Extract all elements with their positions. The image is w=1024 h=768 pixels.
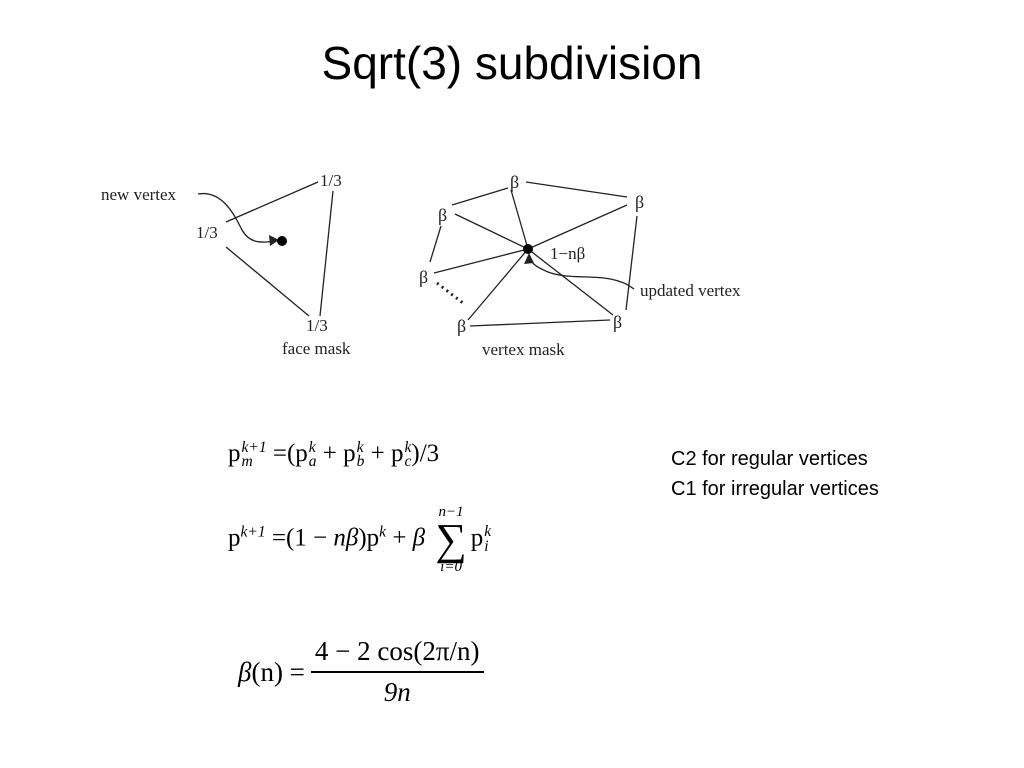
note-regular: C2 for regular vertices — [671, 448, 868, 470]
spoke-4 — [467, 248, 529, 321]
spoke-3 — [527, 248, 614, 316]
spoke-2 — [527, 204, 628, 250]
ring-edge-5 — [429, 225, 442, 263]
slide-title: Sqrt(3) subdivision — [321, 37, 703, 89]
face-mask-caption: face mask — [282, 339, 351, 358]
ring-edge-1 — [525, 181, 628, 198]
ring-edge-2 — [625, 215, 638, 311]
ring-ellipsis — [436, 281, 464, 305]
new-vertex-arrow — [197, 193, 277, 243]
new-vertex-label: new vertex — [101, 185, 177, 204]
summation: n−1∑i=0 — [435, 504, 467, 575]
updated-vertex-point — [523, 244, 533, 254]
vertex-mask-diagram — [429, 181, 638, 327]
center-weight: 1−nβ — [550, 244, 585, 263]
continuity-notes: C2 for regular vertices C1 for irregular… — [671, 444, 879, 504]
spoke-5 — [433, 248, 529, 274]
face-edge-right — [319, 190, 334, 317]
updated-vertex-arrowhead — [524, 253, 534, 264]
ring-edge-4 — [451, 187, 509, 206]
beta-bottom-left: β — [457, 316, 466, 336]
face-weight-bottom: 1/3 — [306, 316, 328, 335]
equation-beta-weight: β(n) = 4 − 2 cos(2π/n)9n — [238, 636, 484, 708]
beta-left: β — [419, 267, 428, 287]
face-weight-left: 1/3 — [196, 223, 218, 242]
updated-vertex-label: updated vertex — [640, 281, 741, 300]
beta-top-right: β — [635, 192, 644, 212]
face-edge-top — [225, 181, 319, 223]
face-edge-left — [225, 246, 310, 317]
spoke-6 — [454, 213, 529, 250]
ring-edge-3 — [469, 319, 611, 327]
subdivision-masks-figure: new vertex 1/3 1/3 1/3 face mask β β β β… — [101, 171, 741, 359]
beta-bottom-right: β — [613, 312, 622, 332]
new-vertex-point — [277, 236, 287, 246]
face-mask-diagram — [197, 181, 334, 317]
note-irregular: C1 for irregular vertices — [671, 478, 879, 500]
vertex-mask-caption: vertex mask — [482, 340, 565, 359]
beta-fraction: 4 − 2 cos(2π/n)9n — [310, 636, 484, 708]
beta-upper-left: β — [438, 205, 447, 225]
spoke-1 — [510, 189, 529, 250]
face-weight-top: 1/3 — [320, 171, 342, 190]
beta-top: β — [510, 172, 519, 192]
new-vertex-arrowhead — [269, 235, 279, 246]
